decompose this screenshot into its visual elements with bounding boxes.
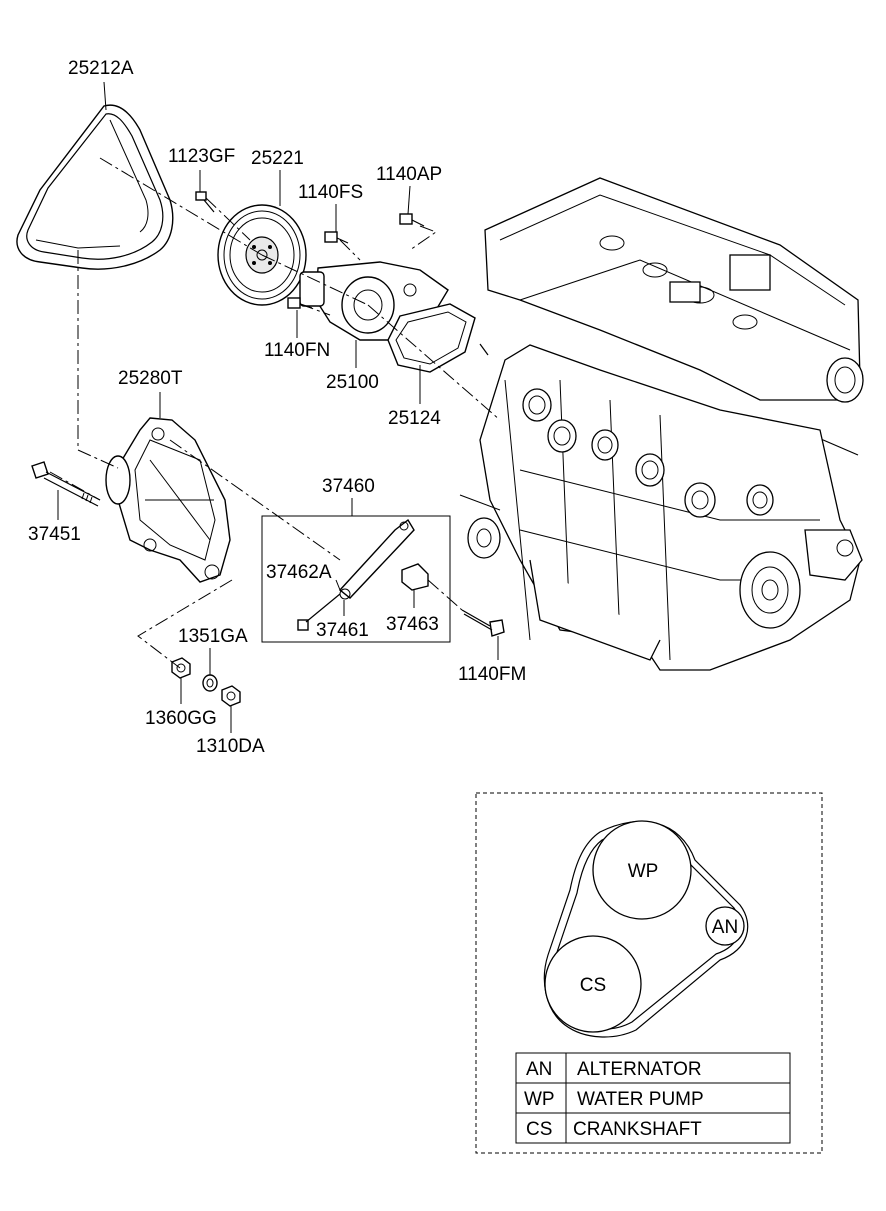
label-1360gg: 1360GG (145, 708, 217, 729)
tensioner-rod (338, 518, 415, 600)
pulley-label-an: AN (712, 917, 738, 938)
legend-code-wp: WP (524, 1089, 555, 1110)
legend-name-water-pump: WATER PUMP (577, 1089, 704, 1110)
label-37463: 37463 (386, 614, 439, 635)
water-pump-pulley-circle (592, 820, 692, 920)
long-bolt-37451 (31, 461, 101, 507)
label-1140fs: 1140FS (298, 182, 363, 203)
pulley-legend-table: AN ALTERNATOR WP WATER PUMP CS CRANKSHAF… (515, 1052, 791, 1144)
label-25100: 25100 (326, 372, 379, 393)
label-1310da: 1310DA (196, 736, 265, 757)
label-37461: 37461 (316, 620, 369, 641)
belt-layout-inset: WP AN CS AN ALTERNATOR WP WATER PUMP CS … (475, 792, 823, 1154)
nut-1310da (221, 685, 241, 707)
label-37462a: 37462A (266, 562, 332, 583)
tensioner-bracket (105, 417, 231, 583)
inset-dashed-frame (475, 792, 823, 1154)
pulley-label-cs: CS (580, 975, 606, 996)
label-1123gf: 1123GF (168, 146, 235, 167)
legend-name-alternator: ALTERNATOR (577, 1059, 702, 1080)
bolt-1123gf (195, 191, 215, 213)
water-pump-gasket (387, 303, 476, 373)
label-25280t: 25280T (118, 368, 183, 389)
alternator-pulley-circle (705, 906, 745, 946)
legend-code-cs: CS (526, 1119, 552, 1140)
tensioner-bolt (297, 593, 341, 631)
label-37451: 37451 (28, 524, 81, 545)
washer-1351ga (202, 674, 218, 692)
label-1140fn: 1140FN (264, 340, 330, 361)
label-37460: 37460 (322, 476, 375, 497)
bolt-1140fs (324, 231, 349, 244)
label-25124: 25124 (388, 408, 441, 429)
pulley-label-wp: WP (628, 861, 659, 882)
label-25212a: 25212A (68, 58, 134, 79)
engine-block (459, 177, 864, 671)
leader-lines (57, 81, 499, 733)
crankshaft-pulley-circle (544, 935, 642, 1033)
drive-belt (16, 104, 174, 270)
alignment-lines (49, 157, 501, 669)
bolt-1140fm (461, 609, 505, 637)
label-1140ap: 1140AP (376, 164, 442, 185)
label-1351ga: 1351GA (178, 626, 248, 647)
label-1140fm: 1140FM (458, 664, 526, 685)
label-25221: 25221 (251, 148, 304, 169)
legend-name-crankshaft: CRANKSHAFT (573, 1119, 702, 1140)
nut-1360gg (171, 657, 191, 679)
part-labels: 25212A 1123GF 25221 1140FS 1140AP 1140FN… (28, 58, 526, 757)
tensioner-assembly-box (261, 515, 451, 643)
tensioner-nut (401, 563, 429, 591)
bolt-1140ap (399, 213, 425, 227)
legend-code-an: AN (526, 1059, 552, 1080)
